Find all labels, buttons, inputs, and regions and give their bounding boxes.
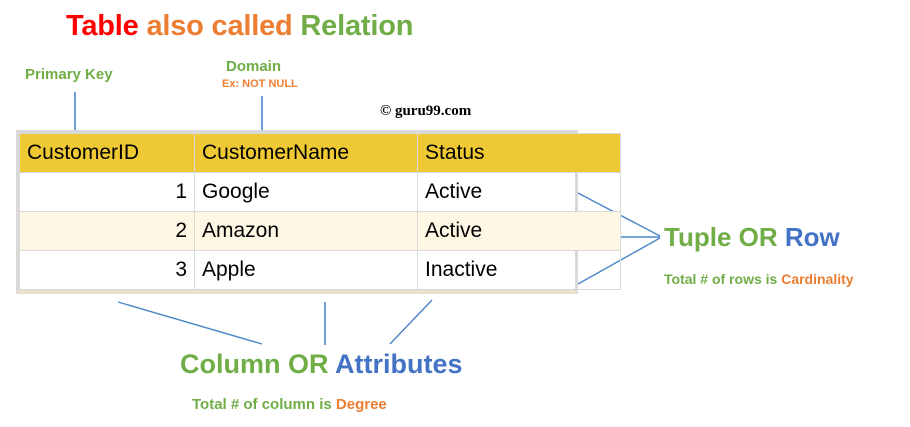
callout-degree: Total # of column is Degree xyxy=(192,396,387,413)
cell-status: Inactive xyxy=(417,250,621,290)
column-header-status: Status xyxy=(417,133,621,173)
cell-customername: Amazon xyxy=(194,211,418,251)
callout-column-attributes: Column OR Attributes xyxy=(180,349,463,380)
cell-customername: Google xyxy=(194,172,418,212)
callout-primary-key: Primary Key xyxy=(25,66,113,83)
degree-prefix-text: Total # of column is xyxy=(192,396,332,413)
column-header-customername: CustomerName xyxy=(194,133,418,173)
title-word-table: Table xyxy=(66,10,139,42)
callout-domain-example: Ex: NOT NULL xyxy=(222,78,298,90)
callout-cardinality: Total # of rows is Cardinality xyxy=(664,271,854,287)
cell-customerid: 2 xyxy=(19,211,195,251)
table-row: 3 Apple Inactive xyxy=(19,250,621,290)
table-row: 1 Google Active xyxy=(19,172,621,212)
callout-row-text: Row xyxy=(784,222,840,252)
cardinality-prefix-text: Total # of rows is xyxy=(664,271,778,287)
cell-status: Active xyxy=(417,211,621,251)
leader-col-3 xyxy=(389,299,433,345)
cell-customerid: 3 xyxy=(19,250,195,290)
cell-status: Active xyxy=(417,172,621,212)
leader-col-1 xyxy=(117,301,263,345)
table-row: 2 Amazon Active xyxy=(19,211,621,251)
column-header-customerid: CustomerID xyxy=(19,133,195,173)
watermark: © guru99.com xyxy=(380,103,472,119)
cardinality-word-text: Cardinality xyxy=(781,271,854,287)
title-word-relation: Relation xyxy=(300,10,414,42)
callout-domain: Domain xyxy=(226,58,282,75)
title-word-alsocalled: also called xyxy=(146,10,293,42)
cell-customername: Apple xyxy=(194,250,418,290)
degree-word-text: Degree xyxy=(335,396,387,413)
cell-customerid: 1 xyxy=(19,172,195,212)
callout-column-or-text: Column OR xyxy=(180,349,329,379)
callout-tuple-or-text: Tuple OR xyxy=(664,222,778,252)
table-header-row: CustomerID CustomerName Status xyxy=(19,133,621,173)
callout-tuple-row: Tuple OR Row xyxy=(664,222,840,253)
relation-table: CustomerID CustomerName Status 1 Google … xyxy=(16,130,621,294)
page-title: Table also called Relation xyxy=(66,10,413,43)
callout-attributes-text: Attributes xyxy=(335,349,463,379)
